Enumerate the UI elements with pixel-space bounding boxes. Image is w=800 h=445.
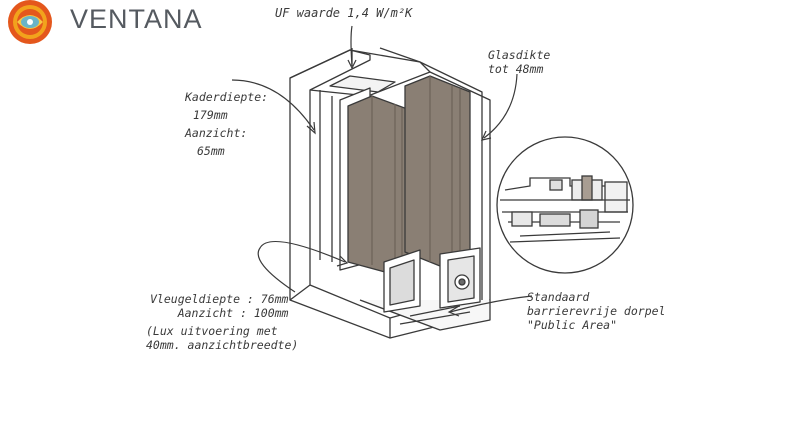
glass-thickness-line: Glasdikte [488, 48, 551, 62]
uf-value-label: UF waarde 1,4 W/m²K [275, 6, 413, 20]
sash-depth-line: Vleugeldiepte : 76mm [150, 292, 289, 306]
window-frame-sketch [289, 47, 491, 339]
sash-lux-note: (Lux uitvoering met 40mm. aanzichtbreedt… [146, 324, 298, 352]
sill-profile-detail-icon [496, 136, 634, 274]
leader-arrows [231, 25, 533, 317]
sill-line1: Standaard [527, 290, 590, 304]
frame-view-value: 65mm [197, 144, 225, 158]
sash-dimensions-label: Vleugeldiepte : 76mm Aanzicht : 100mm [150, 292, 288, 320]
sash-lux-line2: 40mm. aanzichtbreedte) [146, 338, 299, 352]
sash-lux-line1: (Lux uitvoering met [146, 324, 278, 338]
brand-wordmark: VENTANA [70, 4, 203, 34]
glass-thickness-value: tot 48mm [488, 62, 544, 76]
frame-depth-label: Kaderdiepte: [185, 90, 269, 104]
sill-line3: "Public Area" [527, 318, 618, 332]
glass-thickness-label: Glasdikte tot 48mm [488, 48, 550, 76]
frame-dimensions-label: Kaderdiepte: 179mm Aanzicht: 65mm [185, 90, 268, 158]
sill-label: Standaard barrierevrije dorpel "Public A… [527, 290, 665, 332]
sill-line2: barrierevrije dorpel [527, 304, 666, 318]
sun-mandala-icon [8, 0, 52, 44]
frame-view-label: Aanzicht: [185, 126, 248, 140]
frame-depth-value: 179mm [193, 108, 228, 122]
sash-view-line: Aanzicht : 100mm [177, 306, 289, 320]
